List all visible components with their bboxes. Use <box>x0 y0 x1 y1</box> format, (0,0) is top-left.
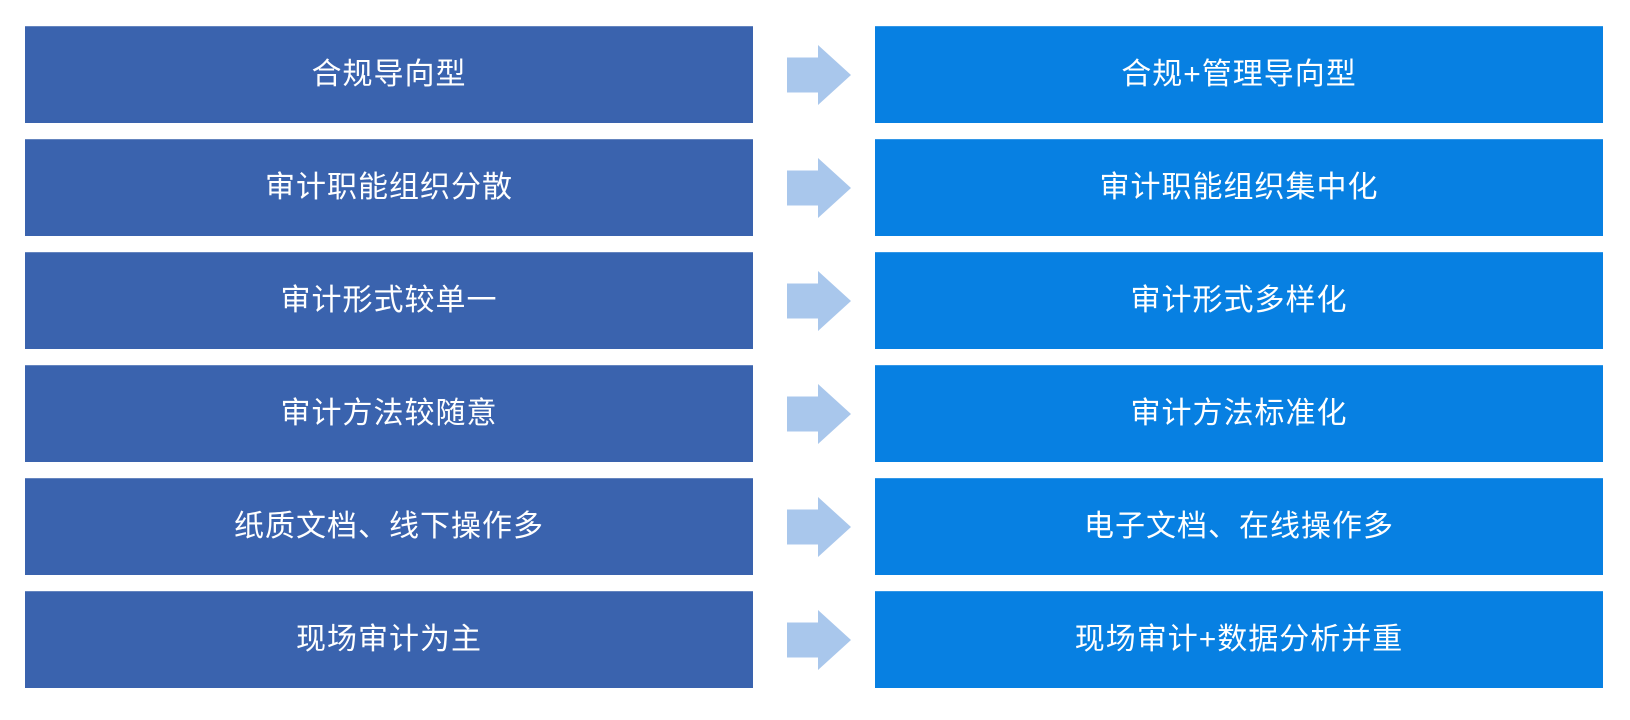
before-box: 现场审计为主 <box>25 591 753 688</box>
before-box: 合规导向型 <box>25 26 753 123</box>
before-box: 审计方法较随意 <box>25 365 753 462</box>
right-arrow-icon <box>787 609 851 670</box>
transformation-row-2: 审计职能组织分散 审计职能组织集中化 <box>25 139 1630 236</box>
after-box: 合规+管理导向型 <box>875 26 1603 123</box>
right-arrow-icon <box>787 270 851 331</box>
right-arrow-icon <box>787 44 851 105</box>
before-box: 纸质文档、线下操作多 <box>25 478 753 575</box>
before-box: 审计形式较单一 <box>25 252 753 349</box>
before-box: 审计职能组织分散 <box>25 139 753 236</box>
transformation-row-6: 现场审计为主 现场审计+数据分析并重 <box>25 591 1630 688</box>
transformation-row-5: 纸质文档、线下操作多 电子文档、在线操作多 <box>25 478 1630 575</box>
after-box: 审计形式多样化 <box>875 252 1603 349</box>
transformation-row-3: 审计形式较单一 审计形式多样化 <box>25 252 1630 349</box>
right-arrow-icon <box>787 496 851 557</box>
after-box: 现场审计+数据分析并重 <box>875 591 1603 688</box>
transformation-row-4: 审计方法较随意 审计方法标准化 <box>25 365 1630 462</box>
after-box: 审计职能组织集中化 <box>875 139 1603 236</box>
after-box: 电子文档、在线操作多 <box>875 478 1603 575</box>
after-box: 审计方法标准化 <box>875 365 1603 462</box>
transformation-row-1: 合规导向型 合规+管理导向型 <box>25 26 1630 123</box>
right-arrow-icon <box>787 383 851 444</box>
right-arrow-icon <box>787 157 851 218</box>
